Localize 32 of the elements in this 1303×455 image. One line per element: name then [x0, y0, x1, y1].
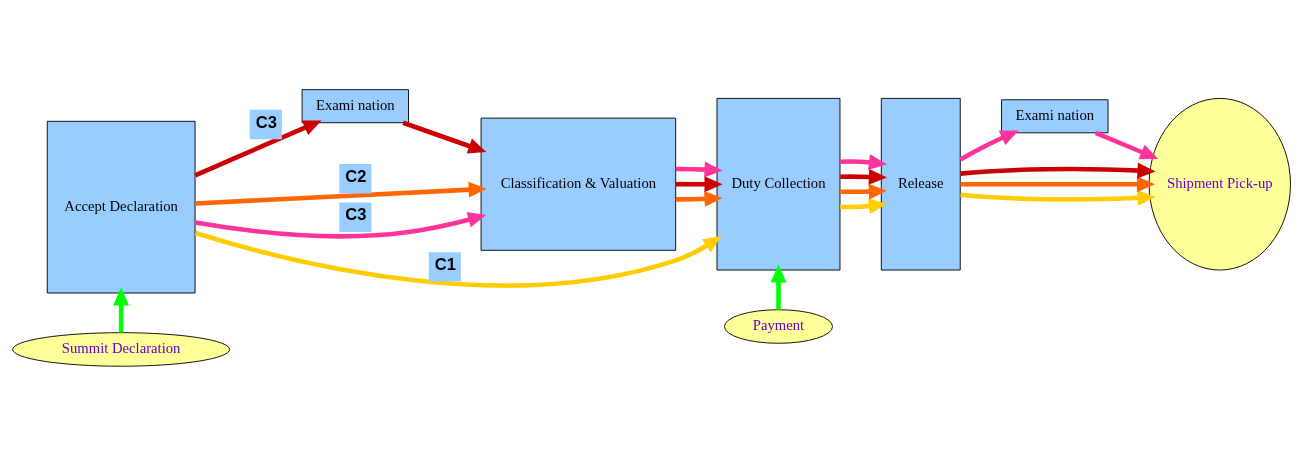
arrow [959, 130, 1019, 162]
edge-label: C2 [345, 166, 367, 186]
arrow [840, 197, 887, 214]
edge-label: C3 [345, 204, 367, 224]
arrow [675, 175, 723, 192]
node-box: Duty Collection [716, 97, 841, 270]
arrow [840, 168, 887, 185]
arrow [675, 161, 723, 177]
node-ellipse: Summit Declaration [12, 331, 231, 367]
arrow [960, 162, 1156, 178]
arrow [113, 286, 130, 332]
arrow [195, 181, 487, 206]
arrow [960, 175, 1155, 192]
arrow [675, 190, 723, 207]
node-box: Classification & Valuation [480, 117, 677, 251]
arrow [770, 263, 787, 310]
arrow [1094, 130, 1159, 159]
node-box: Release [880, 97, 961, 270]
arrow [194, 211, 487, 238]
arrow [194, 119, 322, 177]
arrow [840, 153, 887, 170]
node-ellipse: Shipment Pick-up [1148, 97, 1291, 270]
edge-label: C1 [434, 254, 456, 274]
arrow [194, 230, 722, 288]
node-box: Exami nation [1001, 98, 1109, 133]
arrow [960, 189, 1156, 206]
arrow [840, 183, 887, 199]
arrow [402, 120, 487, 154]
node-ellipse: Payment [724, 308, 833, 344]
node-box: Exami nation [301, 88, 409, 123]
node-box: Accept Declaration [46, 120, 196, 293]
edge-label: C3 [255, 112, 277, 132]
